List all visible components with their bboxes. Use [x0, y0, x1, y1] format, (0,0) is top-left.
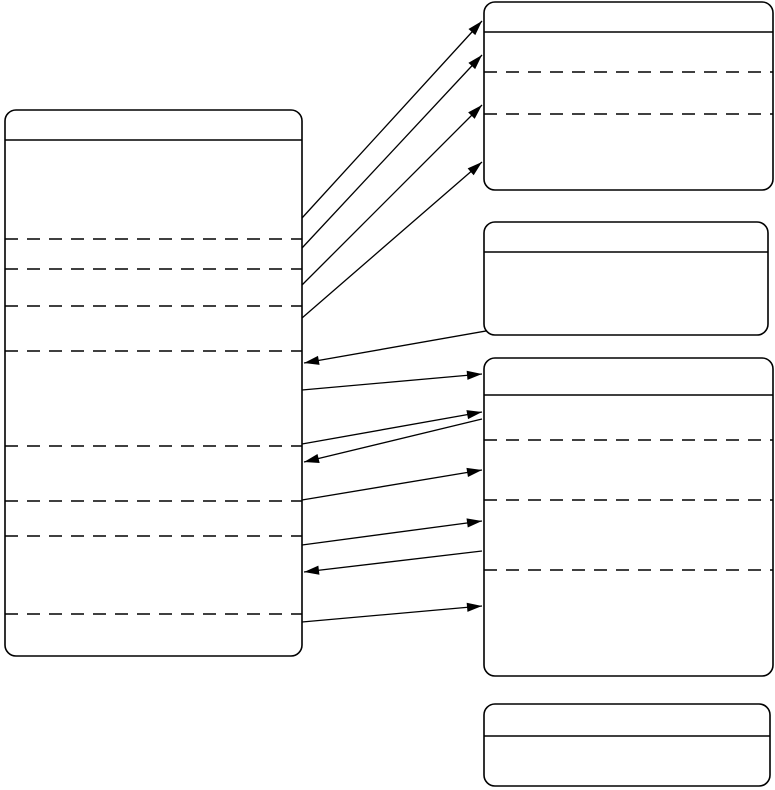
arrow-server-send-file-to-active: [301, 467, 483, 501]
arrow-server-to-active-read-config: [301, 20, 483, 219]
box-active-top: [483, 1, 774, 191]
box-outline-active-top: [483, 1, 774, 191]
arrow-server-to-active-dump-exam-1: [301, 370, 483, 391]
box-outline-active-bottom: [483, 357, 774, 677]
arrow-head-icon: [466, 518, 482, 528]
arrow-head-icon: [466, 410, 482, 420]
arrow-head-icon: [304, 454, 320, 463]
box-startup-bottom: [483, 703, 771, 787]
arrow-server-to-active-stop-exam: [301, 602, 483, 623]
arrow-server-to-active-init4: [301, 161, 483, 319]
arrow-active-dump-response-1: [303, 418, 483, 463]
arrow-line: [301, 54, 483, 249]
arrow-line: [301, 411, 483, 445]
arrow-line: [303, 550, 483, 573]
arrow-line: [301, 20, 483, 219]
arrow-line: [301, 605, 483, 623]
box-outline-startup-bottom: [483, 703, 771, 787]
arrow-line: [301, 104, 483, 286]
arrows-layer: [301, 20, 561, 623]
arrow-head-icon: [468, 105, 482, 119]
box-active-bottom: [483, 357, 774, 677]
box-startup-top: [483, 221, 769, 336]
box-outline-startup-top: [483, 221, 769, 336]
arrow-head-icon: [304, 565, 320, 575]
arrow-active-last-dump-response: [303, 550, 483, 575]
arrow-line: [303, 418, 483, 463]
arrow-head-icon: [468, 55, 482, 70]
arrow-server-to-active-call-warning: [301, 54, 483, 249]
arrow-line: [301, 520, 483, 546]
arrow-line: [301, 161, 483, 319]
arrow-line: [301, 469, 483, 501]
arrow-server-to-active-write-config: [301, 104, 483, 286]
arrow-head-icon: [468, 21, 482, 36]
boxes-layer: [4, 1, 774, 787]
arrow-head-icon: [466, 602, 482, 612]
arrow-head-icon: [466, 370, 482, 380]
box-server: [4, 109, 303, 657]
arrow-server-to-active-install-file: [301, 410, 483, 445]
arrow-line: [301, 373, 483, 391]
arrow-head-icon: [466, 467, 482, 478]
arrow-head-icon: [304, 355, 320, 365]
box-outline-server: [4, 109, 303, 657]
arrow-head-icon: [467, 162, 482, 176]
arrow-server-to-active-dump-exam-2: [301, 518, 483, 546]
